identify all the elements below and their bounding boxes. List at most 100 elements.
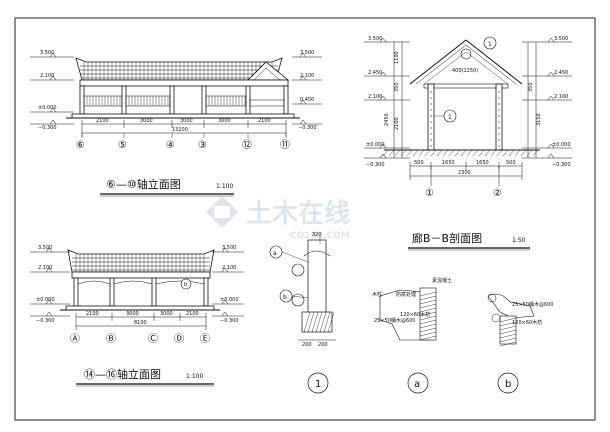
section-hdim-total: 2300 <box>458 170 471 176</box>
elev2-dim-1: 2100 <box>86 311 99 317</box>
elev2-axis-4: Ⓓ <box>174 333 184 345</box>
elev1-level-marks-left <box>30 52 74 125</box>
elev1-level-2: 2.100 <box>40 73 54 79</box>
elev1-level-4: −0.300 <box>38 125 57 131</box>
detail-b-note-1: 25×50桶木@600 <box>512 301 553 308</box>
section-level-l4: ±0.000 <box>366 142 385 148</box>
elev2-level-marks-left <box>30 247 70 317</box>
elev2-dim-3: 3000 <box>160 311 173 317</box>
detail-a-callout-label: a <box>414 379 420 390</box>
elev2-level-r4: −0.300 <box>220 318 239 324</box>
elev1-axis-3: ④ <box>166 140 175 151</box>
detail-a: 素混凝土 木柱 防腐处理 120×60木枋 25×50桶木@600 a <box>372 277 452 394</box>
section-level-r4: ±0.000 <box>552 142 571 148</box>
elev2-level-3: ±0.000 <box>36 297 55 303</box>
elev2-axis-1: Ⓐ <box>70 333 80 345</box>
elev1-beam <box>79 79 289 87</box>
section-axis-2: ② <box>493 188 502 199</box>
elev1-level-marks-right <box>292 52 322 125</box>
elev1-axis-4: ③ <box>198 140 207 151</box>
elev2-level-1: 3.500 <box>38 245 52 251</box>
elev2-dim-4: 2100 <box>186 311 199 317</box>
section-vdim-2: 350 <box>394 82 400 92</box>
detail-b-callout <box>497 372 519 394</box>
elev1-axis-2: ⑤ <box>118 140 127 151</box>
section-scale: 1:50 <box>512 237 526 244</box>
detail-1-dim-b1: 200 <box>302 342 312 348</box>
elev2-detail-marker <box>180 278 192 290</box>
elev2-axis-5: Ⓔ <box>200 333 210 345</box>
elev2-level-marks-right <box>212 247 244 317</box>
sheet-border <box>14 17 596 421</box>
elev1-axis-6: ⑪ <box>280 139 290 151</box>
section-hdim-3: 1650 <box>476 160 489 166</box>
section-hdim-4: 500 <box>506 160 516 166</box>
detail-a-note-5: 25×50桶木@600 <box>374 317 415 324</box>
elev1-dim-4: 3000 <box>218 118 231 124</box>
elev1-title: ⑥—⑩轴立面图 <box>106 177 181 191</box>
detail-1-marker-b-label: b <box>283 294 287 301</box>
elev1-dim-total: 13200 <box>172 127 188 133</box>
section-vdim-1: 1100 <box>394 51 400 64</box>
detail-b-note-2: 120×60木枋 <box>512 319 542 326</box>
elev2-axis-2: Ⓑ <box>106 333 116 345</box>
section-vdim-3: 2100 <box>394 117 400 130</box>
elevation-1: 3.500 2.100 ±0.000 −0.300 3.500 2.100 0.… <box>30 50 322 197</box>
elev2-columns <box>73 277 209 307</box>
section-roof <box>409 39 523 85</box>
elev1-level-r2: 2.100 <box>300 73 314 79</box>
section-vdim-4: 2450 <box>384 113 390 126</box>
elev1-axis-5: ⑫ <box>242 139 252 151</box>
watermark-logo-icon <box>206 196 238 228</box>
detail-a-note-4: 120×60木枋 <box>400 311 430 318</box>
elev2-beam <box>71 271 211 279</box>
elev1-dim-2: 3000 <box>140 118 153 124</box>
elev1-level-1: 3.500 <box>40 50 54 56</box>
section-axis-1: ① <box>425 188 434 199</box>
section-level-r5: −0.300 <box>552 162 571 168</box>
section-level-l2: 2.450 <box>368 70 382 76</box>
elev2-level-2: 2.100 <box>38 265 52 271</box>
elev2-level-4: −0.300 <box>36 318 55 324</box>
section-ground-hatch <box>382 149 539 157</box>
elev2-title: ⑭—⑯轴立面图 <box>84 367 161 381</box>
section-hdim-2: 1650 <box>442 160 455 166</box>
elev2-level-r1: 3.500 <box>222 245 236 251</box>
detail-1-callout-label: 1 <box>315 379 321 390</box>
section-columns <box>427 83 503 151</box>
elev1-dim-5: 2100 <box>258 118 271 124</box>
elev2-level-r3: ±0.000 <box>220 297 239 303</box>
section-detail-marker-top <box>483 36 497 50</box>
elev2-scale: 1:100 <box>186 373 203 380</box>
elev1-dim-lines <box>81 120 287 137</box>
section-ridge-ornament <box>460 48 472 60</box>
section-level-marks-left <box>364 37 410 159</box>
watermark: 土木在线 CO188.COM <box>206 196 350 241</box>
section-level-marks-right <box>522 37 572 159</box>
elev1-railings <box>83 95 285 107</box>
section-hdim-1: 500 <box>414 160 424 166</box>
detail-a-note-3: 防腐处理 <box>396 291 416 298</box>
elev1-level-r3: 0.450 <box>300 97 314 103</box>
section-title: 廊B－B剖面图 <box>412 231 482 245</box>
detail-1-dim-b2: 200 <box>318 342 328 348</box>
elev2-level-r2: 2.100 <box>222 265 236 271</box>
section-level-r3: 2.100 <box>554 94 568 100</box>
detail-b-callout-label: b <box>505 379 511 390</box>
section-note: 400(1250) <box>452 68 478 74</box>
elev2-dim-total: 8100 <box>134 320 147 326</box>
section-hdim-lines <box>409 162 523 186</box>
elev1-scale: 1:100 <box>216 183 233 190</box>
detail-a-note-2: 木柱 <box>372 291 382 298</box>
elev1-level-3: ±0.000 <box>38 105 57 111</box>
detail-a-callout <box>407 372 429 394</box>
section-vdim-5: 350 <box>528 82 534 92</box>
section-bb: 1 400(1250) 1 3.500 2.450 2.100 ±0.000 <box>364 36 572 251</box>
elev1-level-r1: 3.500 <box>300 50 314 56</box>
detail-1-dim-top: 320 <box>312 232 322 238</box>
section-level-l5: −0.300 <box>366 162 385 168</box>
section-detail-marker-col-label: 1 <box>448 114 452 121</box>
detail-a-note-1: 素混凝土 <box>432 277 452 284</box>
detail-1-callout <box>307 372 329 394</box>
